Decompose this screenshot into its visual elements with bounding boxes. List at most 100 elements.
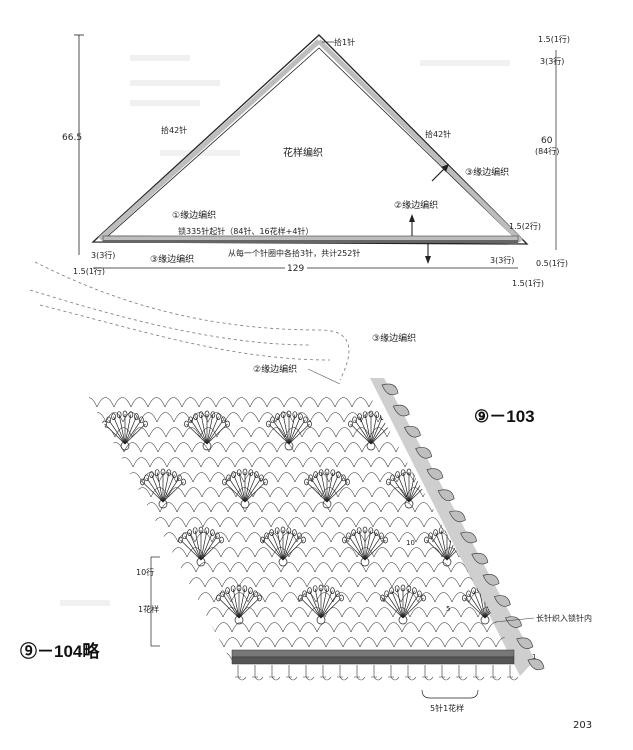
chain-loop [569,533,586,543]
chain-loop [325,637,344,648]
chain-loop [570,563,587,573]
fan-stitch-top [383,536,388,544]
fan-stitch-top [226,474,231,482]
chain-loop [184,487,203,498]
chain-loop [86,442,91,453]
fan-stitch [436,419,454,445]
fan-stitch [517,532,520,561]
fan-stitch-top [421,594,426,602]
fan-stitch [194,530,202,561]
chain-loop [86,577,87,588]
chain-loop [132,457,151,468]
chain-loop [366,592,385,603]
chain-loop [185,517,204,528]
fan-stitch-top [248,469,254,477]
chain-loop [352,427,371,438]
chain-loop [450,562,469,573]
chain-loop [212,562,231,573]
chain-loop [564,638,581,648]
fan-stitch [326,481,348,503]
fan-stitch-top [280,526,286,534]
fan-base [202,441,212,451]
chain-loop [139,412,158,423]
chain-loop [143,532,162,543]
chain-loop [319,457,338,468]
chain-loop [515,472,520,483]
chain-loop [86,577,104,588]
fan-stitch-top [188,416,193,424]
fan-stitch [402,590,415,619]
chain-loop [518,562,520,573]
fan-stitch [227,590,240,619]
fan-stitch [238,588,246,619]
chain-loop [254,547,273,558]
chain-loop [371,487,390,498]
fan-stitch [300,597,322,619]
chain-loop [274,637,293,648]
fan-stitch [364,532,377,561]
chain-loop [64,428,81,438]
chain-loop [481,472,500,483]
chain-loop [558,458,575,468]
fan-base [442,557,452,567]
fan-stitch [512,535,520,561]
fan-stitch [382,597,404,619]
chain-loop [138,637,157,648]
chain-loop [255,577,274,588]
fan-stitch-top [304,478,309,486]
chain-loop [365,562,384,573]
fan-stitch [402,472,410,503]
fan-stitch-top [181,478,186,486]
chain-loop [309,412,328,423]
chain-loop [122,412,141,423]
figure-omitted: ⑨－104略 [20,641,100,661]
chain-loop [48,458,65,468]
fan-stitch-top [330,587,335,594]
chain-loop [111,592,130,603]
fan-stitch [271,532,284,561]
chain-loop [401,622,420,633]
fan-stitch [162,472,170,503]
fan-stitch-top [543,533,547,539]
chain-loop [266,397,285,408]
fan-stitch-top [509,478,514,486]
chain-loop [217,457,236,468]
chain-loop [359,637,378,648]
chain-loop [183,457,202,468]
fan-stitch-top [318,584,324,592]
chain-loop [322,547,341,558]
chain-loop [508,517,520,528]
fan-stitch [490,474,503,503]
fan-stitch-top [433,529,438,536]
chain-loop [169,547,188,558]
fan-stitch [184,535,202,561]
chain-loop [525,488,542,498]
chain-loop [346,502,365,513]
chain-loop [532,443,549,453]
chain-loop [540,428,557,438]
fan-stitch-top [395,471,400,478]
chain-loop [429,442,448,453]
chain-loop [446,442,465,453]
chain-loop [124,472,143,483]
fan-stitch-top [527,527,531,533]
pickup-label: 从每一个针圈中各拾3针，共计252针 [228,248,360,258]
fan-stitch [326,474,339,503]
fan-stitch-top [576,588,580,594]
fan-stitch [190,419,208,445]
chain-loop [387,457,406,468]
chain-loop [86,412,90,423]
chain-loop [250,427,269,438]
fan-stitch [108,419,126,445]
fan-stitch-top [374,411,380,419]
chain-loop [420,427,439,438]
chain-loop [260,472,279,483]
edge3-right-label: ③缘边编织 [465,166,509,178]
fan-stitch-top [140,478,145,486]
right-height-label: 60 [541,136,553,146]
fan-stitch [282,530,290,561]
fan-stitch [470,481,492,503]
chain-loop [416,562,435,573]
fan-stitch-top [215,532,220,540]
fan-stitch-top [302,590,307,598]
